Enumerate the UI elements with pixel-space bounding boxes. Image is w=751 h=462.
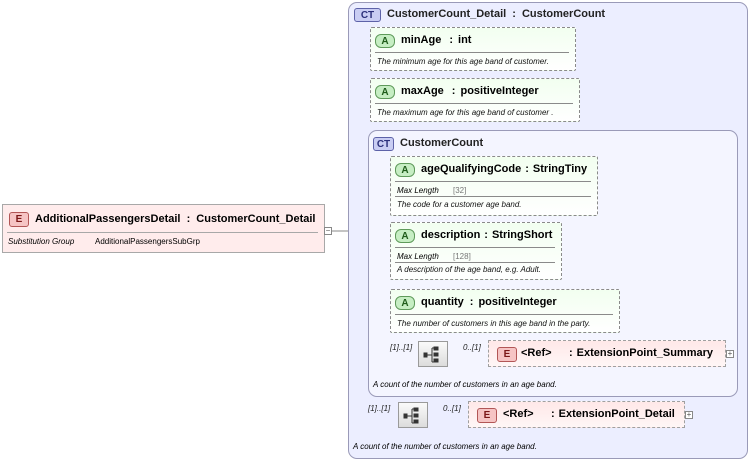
element-name-text: AdditionalPassengersDetail xyxy=(35,213,181,225)
element-badge: E xyxy=(497,347,517,362)
divider xyxy=(375,103,573,104)
sequence-compositor[interactable] xyxy=(418,341,448,367)
attribute-doc: The number of customers in this age band… xyxy=(397,319,591,328)
attribute-name-text: description xyxy=(421,229,481,241)
outer-type-name: CustomerCount_Detail xyxy=(387,8,507,20)
sequence-cardinality: [1]..[1] xyxy=(368,404,391,413)
substitution-value: AdditionalPassengersSubGrp xyxy=(95,237,200,246)
ref-label: <Ref> xyxy=(521,347,552,359)
attribute-badge: A xyxy=(395,296,415,310)
element-type-text: CustomerCount_Detail xyxy=(196,213,316,225)
attribute-type-text: StringTiny xyxy=(532,163,588,175)
ref-name-text: ExtensionPoint_Detail xyxy=(558,408,675,420)
type-separator: : xyxy=(186,213,191,225)
divider xyxy=(395,247,555,248)
type-separator: : xyxy=(551,408,555,420)
attribute-name: description:StringShort xyxy=(421,229,552,241)
child-cardinality: 0..[1] xyxy=(463,343,481,352)
ref-extension-point-detail[interactable]: E <Ref> :ExtensionPoint_Detail xyxy=(468,401,685,428)
ref-name-text: ExtensionPoint_Summary xyxy=(576,347,713,359)
outer-type-title: CustomerCount_Detail : CustomerCount xyxy=(387,8,605,20)
element-badge: E xyxy=(477,408,497,423)
type-separator: : xyxy=(484,229,488,241)
divider xyxy=(395,314,613,315)
attribute-name-text: ageQualifyingCode xyxy=(421,163,522,175)
attribute-name-text: minAge xyxy=(401,34,442,46)
divider xyxy=(375,52,569,53)
inner-type-doc: A count of the number of customers in an… xyxy=(373,380,557,389)
attribute-name-text: quantity xyxy=(421,296,464,308)
attribute-description[interactable]: A description:StringShort Max Length [12… xyxy=(390,222,562,280)
divider xyxy=(7,232,318,233)
type-separator: : xyxy=(569,347,573,359)
attribute-doc: The code for a customer age band. xyxy=(397,200,522,209)
ref-name: :ExtensionPoint_Detail xyxy=(551,408,675,420)
divider xyxy=(395,181,591,182)
attribute-type-text: positiveInteger xyxy=(460,85,539,97)
collapse-icon[interactable]: − xyxy=(324,226,332,235)
attribute-name: ageQualifyingCode:StringTiny xyxy=(421,163,587,175)
ref-name: :ExtensionPoint_Summary xyxy=(569,347,713,359)
sequence-icon xyxy=(423,346,439,363)
child-cardinality: 0..[1] xyxy=(443,404,461,413)
attribute-badge: A xyxy=(395,163,415,177)
ref-label: <Ref> xyxy=(503,408,534,420)
root-element-box[interactable]: E AdditionalPassengersDetail : CustomerC… xyxy=(2,204,325,253)
sequence-cardinality: [1]..[1] xyxy=(390,343,413,352)
expand-icon[interactable]: + xyxy=(685,410,693,419)
attribute-type-text: StringShort xyxy=(491,229,553,241)
attribute-doc: A description of the age band, e.g. Adul… xyxy=(397,265,541,274)
substitution-label: Substitution Group xyxy=(8,237,75,246)
attribute-name-text: maxAge xyxy=(401,85,444,97)
facet-label: Max Length xyxy=(397,186,439,195)
divider xyxy=(395,196,591,197)
element-badge: E xyxy=(9,212,29,227)
facet-value: [32] xyxy=(453,186,467,195)
ref-extension-point-summary[interactable]: E <Ref> :ExtensionPoint_Summary xyxy=(488,340,726,367)
attribute-badge: A xyxy=(375,85,395,99)
attribute-badge: A xyxy=(395,229,415,243)
complex-type-badge: CT xyxy=(354,8,381,22)
attribute-doc: The maximum age for this age band of cus… xyxy=(377,108,554,117)
divider xyxy=(395,262,555,263)
attribute-doc: The minimum age for this age band of cus… xyxy=(377,57,549,66)
facet-value: [128] xyxy=(453,252,471,261)
complex-type-badge: CT xyxy=(373,137,394,151)
attribute-quantity[interactable]: A quantity: positiveInteger The number of… xyxy=(390,289,620,333)
type-separator: : xyxy=(449,34,454,46)
attribute-type-text: int xyxy=(458,34,472,46)
type-separator: : xyxy=(469,296,474,308)
sequence-icon xyxy=(403,407,419,424)
type-separator: : xyxy=(512,8,516,20)
attribute-max-age[interactable]: A maxAge: positiveInteger The maximum age… xyxy=(370,78,580,122)
attribute-type-text: positiveInteger xyxy=(478,296,557,308)
facet-label: Max Length xyxy=(397,252,439,261)
outer-type-doc: A count of the number of customers in an… xyxy=(353,442,537,451)
root-element-name: AdditionalPassengersDetail : CustomerCou… xyxy=(35,213,315,225)
type-separator: : xyxy=(525,163,529,175)
sequence-compositor[interactable] xyxy=(398,402,428,428)
expand-icon[interactable]: + xyxy=(726,349,734,358)
attribute-name: maxAge: positiveInteger xyxy=(401,85,539,97)
attribute-badge: A xyxy=(375,34,395,48)
attribute-name: minAge: int xyxy=(401,34,471,46)
type-separator: : xyxy=(451,85,456,97)
attribute-name: quantity: positiveInteger xyxy=(421,296,557,308)
inner-type-name: CustomerCount xyxy=(400,137,484,149)
attribute-age-qualifying-code[interactable]: A ageQualifyingCode:StringTiny Max Lengt… xyxy=(390,156,598,216)
outer-type-base: CustomerCount xyxy=(521,8,606,20)
attribute-min-age[interactable]: A minAge: int The minimum age for this ag… xyxy=(370,27,576,71)
